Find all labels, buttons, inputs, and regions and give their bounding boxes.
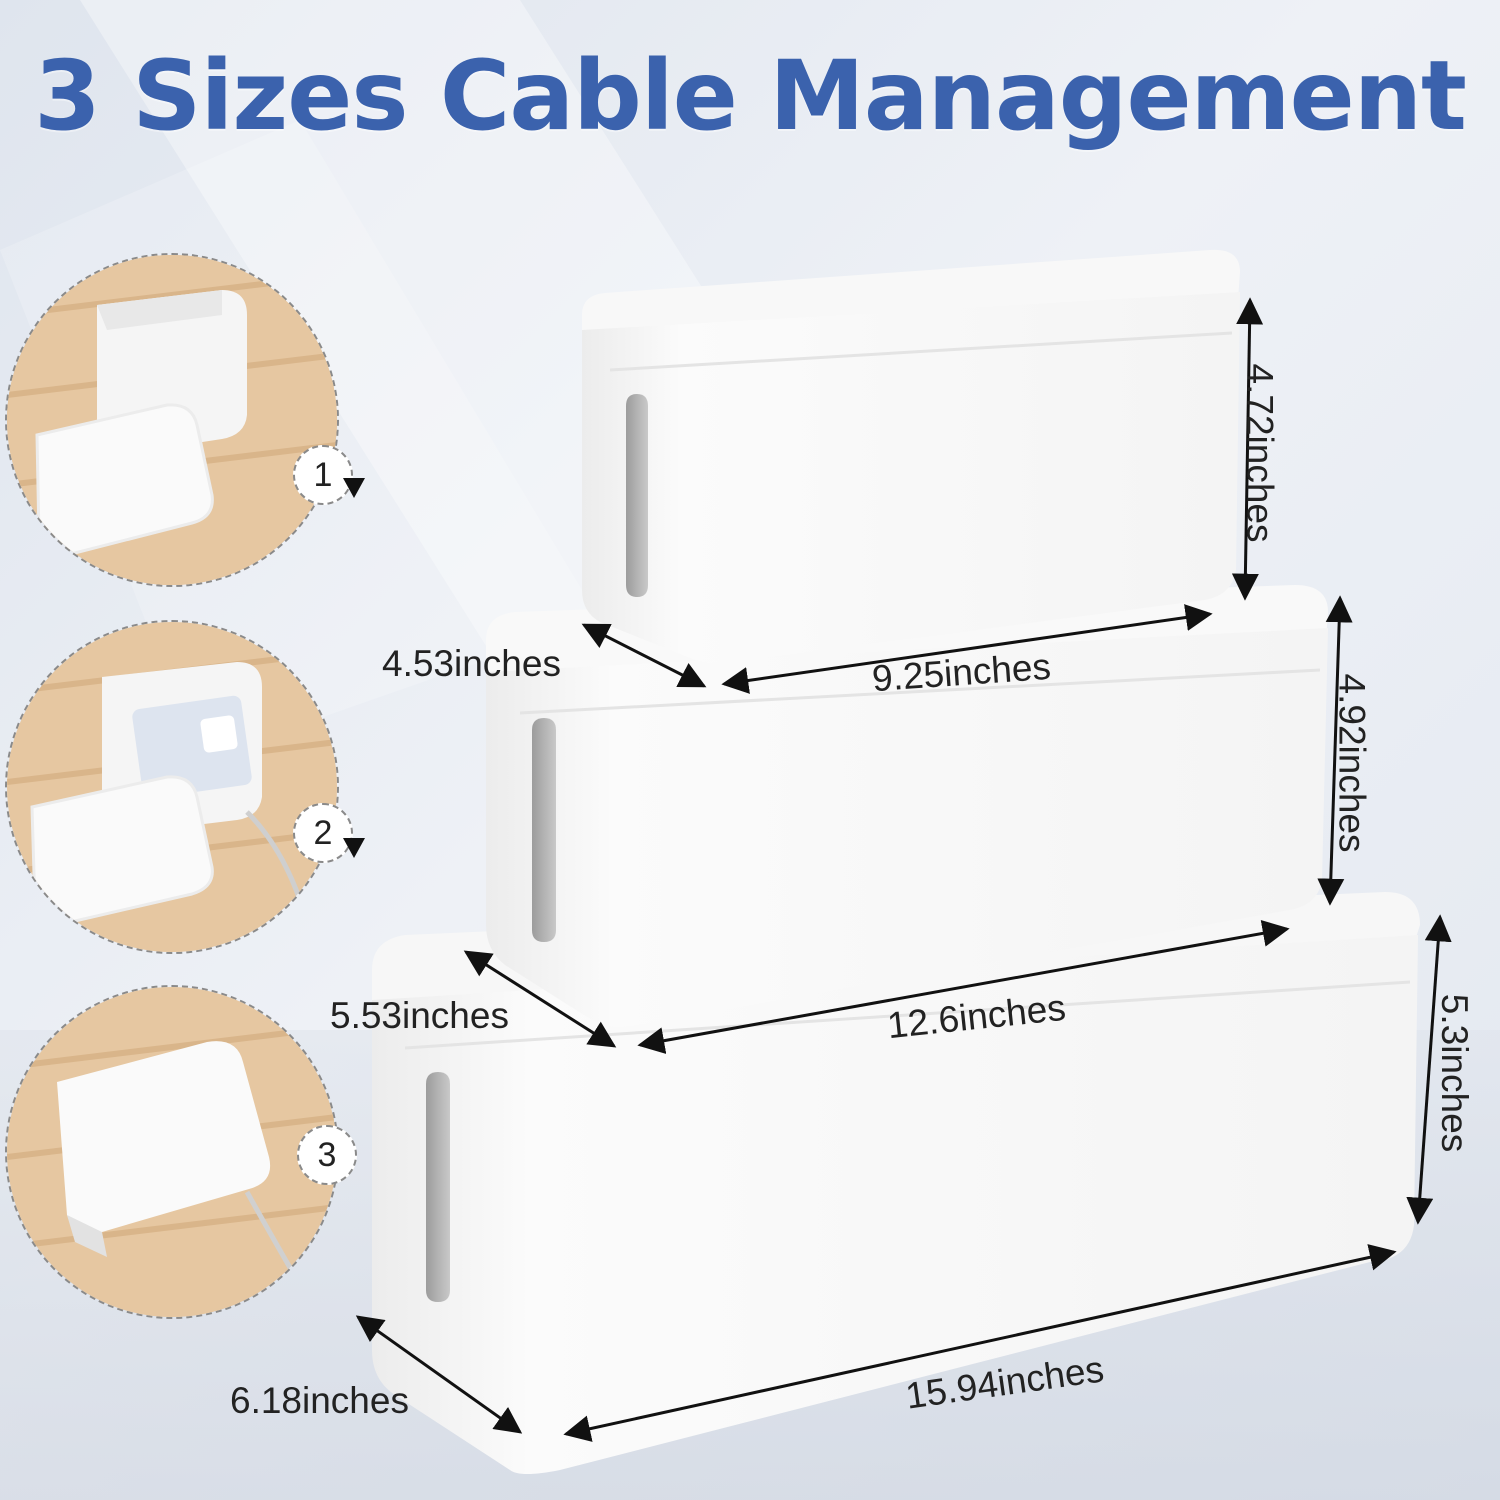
medium-box-height-label: 4.92inches <box>1331 673 1373 853</box>
small-box-depth-label: 4.53inches <box>382 643 561 684</box>
page-title: 3 Sizes Cable Management <box>34 40 1467 152</box>
large-box-height-label: 5.3inches <box>1434 993 1476 1153</box>
closed-box-icon <box>7 987 337 1317</box>
small-box-height-label: 4.72inches <box>1239 363 1281 543</box>
lid-off-box-icon <box>7 255 337 585</box>
step-1-photo <box>5 253 339 587</box>
step-3-photo <box>5 985 339 1319</box>
medium-box-depth-label: 5.53inches <box>330 995 509 1036</box>
down-arrow-icon <box>343 478 365 498</box>
step-2-photo <box>5 620 339 954</box>
power-strip-in-box-icon <box>7 622 337 952</box>
step-number-3: 3 <box>297 1125 357 1185</box>
small-cable-box <box>582 249 1240 664</box>
large-box-depth-label: 6.18inches <box>230 1380 409 1421</box>
dimension-arrows <box>355 297 1452 1442</box>
down-arrow-icon <box>343 838 365 858</box>
